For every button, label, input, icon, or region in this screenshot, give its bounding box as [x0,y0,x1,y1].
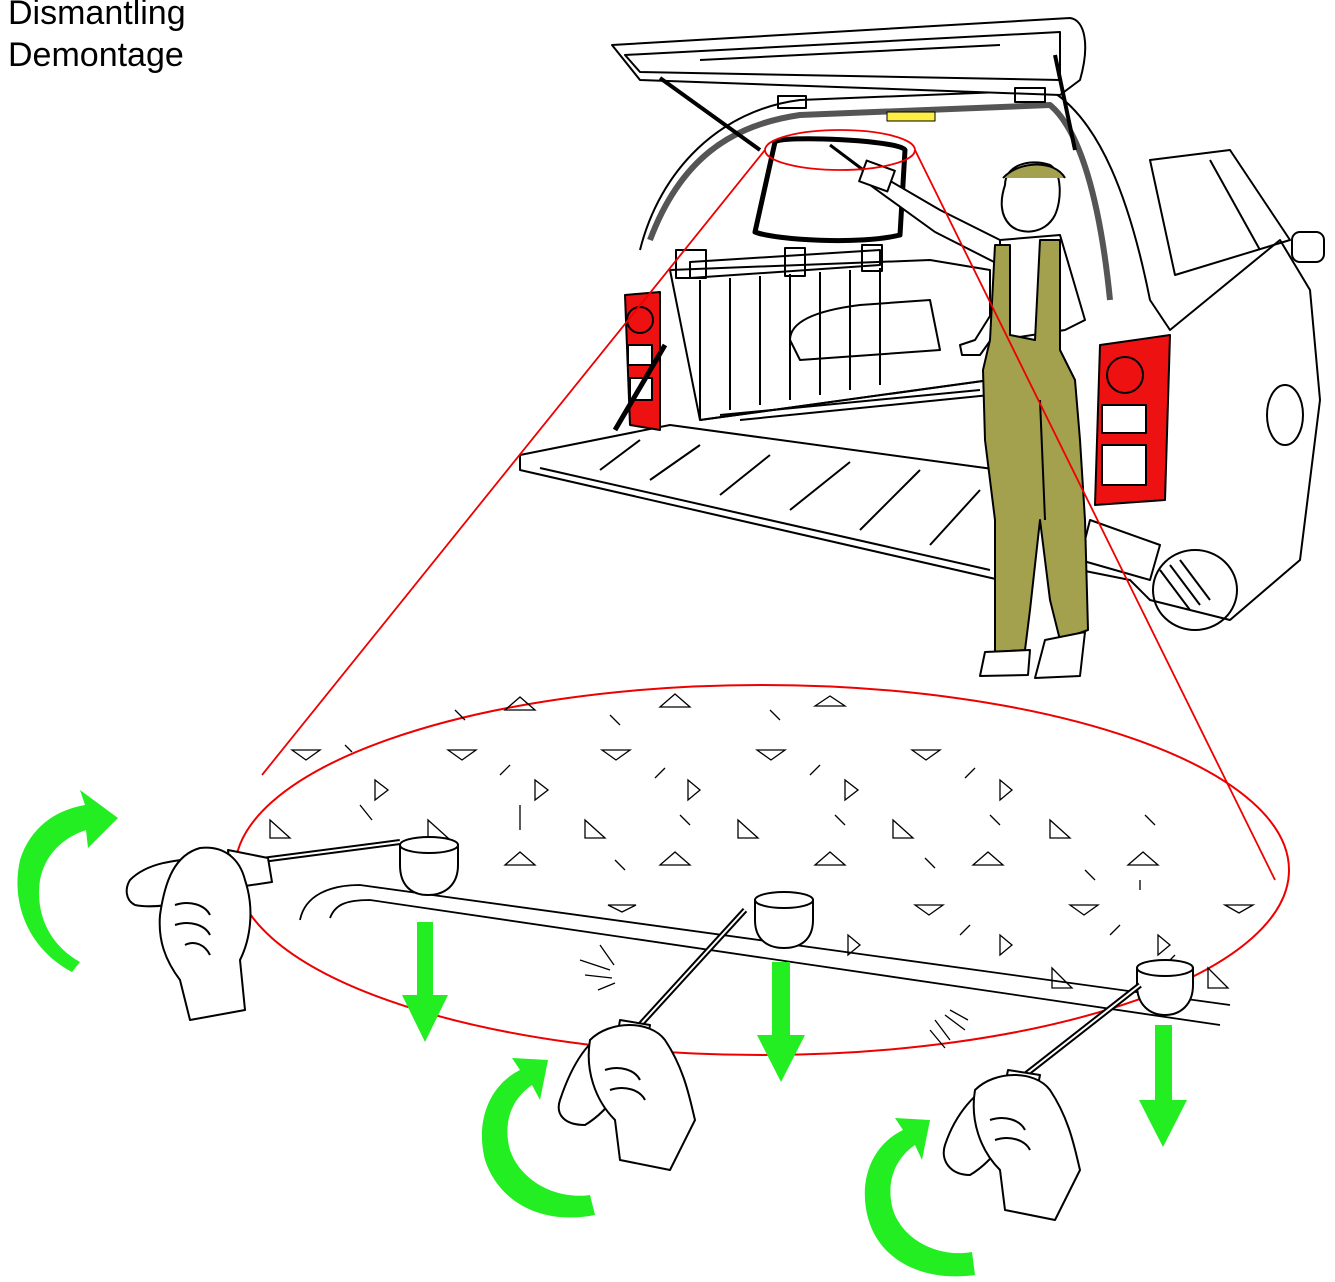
callout-source-ellipse [765,130,915,170]
dome-clip-3 [1137,960,1193,1015]
worker-shoe-left [980,650,1030,676]
dome-clip-1 [400,837,458,895]
hand-screwdriver-2 [559,910,745,1170]
gas-strut-left [660,78,760,150]
callout-detail-ellipse [235,685,1289,1055]
arrow-down-icon-1 [402,922,448,1042]
canopy-rear-door [612,18,1085,95]
worker-raised-arm [870,175,1010,265]
arrow-down-icon-2 [757,962,805,1082]
side-window [1150,150,1290,275]
truck-bed [670,260,990,420]
worker-shoe-right [1035,632,1085,678]
pickup-truck [520,18,1324,630]
dome-clips [400,837,1193,1015]
side-mirror [1292,232,1324,262]
curved-arrow-rotate-icon-1 [17,790,118,972]
hand-screwdriver-3 [944,985,1140,1220]
rear-wheel [1153,550,1237,630]
worker [830,145,1088,678]
rear-bumper [1080,520,1160,580]
warning-label [887,112,935,121]
dome-clip-2 [755,892,813,948]
arrow-down-icon-3 [1139,1025,1187,1147]
